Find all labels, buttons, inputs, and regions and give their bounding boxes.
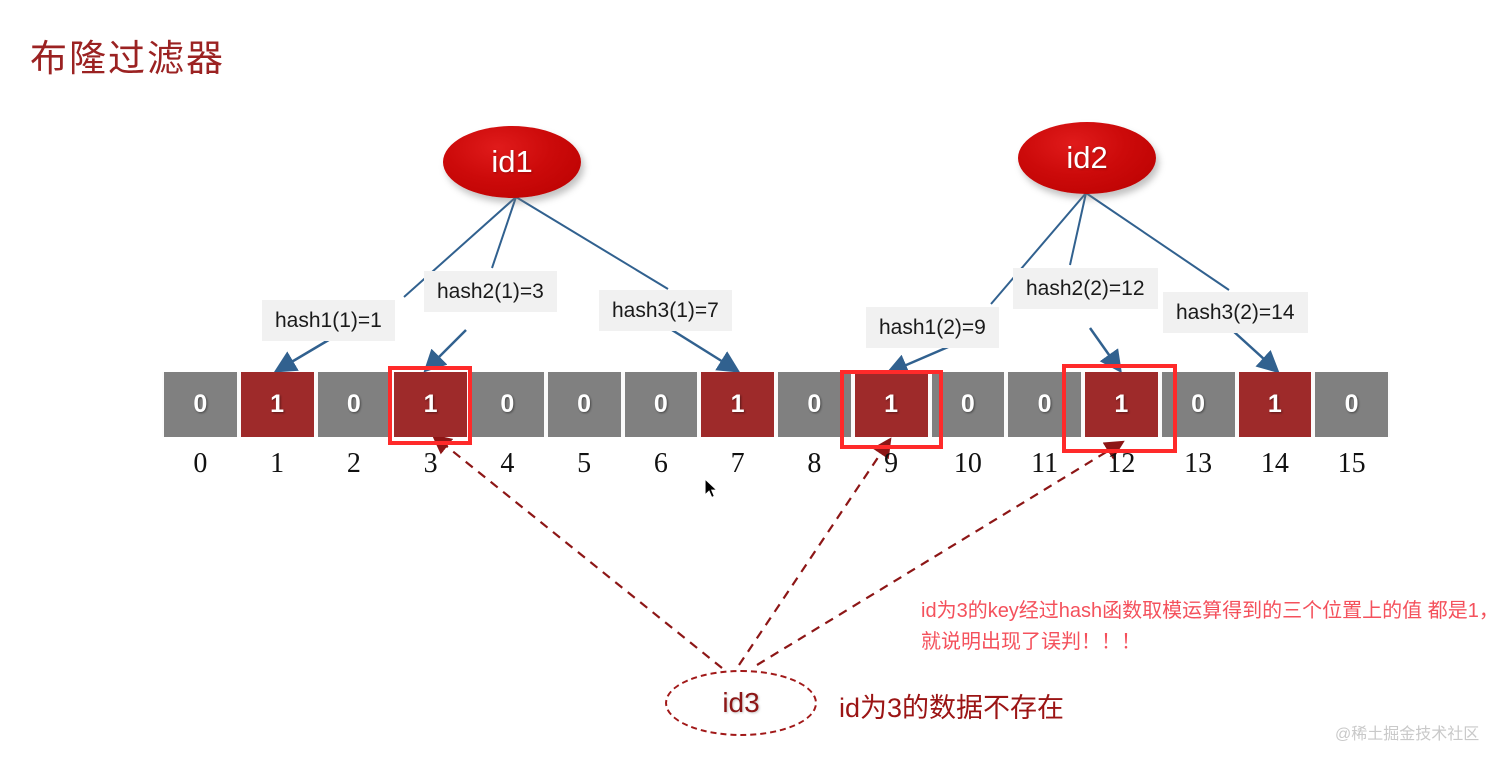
bit-cell-7: 1 (699, 372, 776, 437)
bit-index-label-0: 0 (193, 448, 208, 479)
highlight-box-index-3 (388, 366, 472, 445)
bit-index-label-8: 8 (807, 448, 822, 479)
bit-cell-2: 0 (315, 372, 393, 437)
bit-cell-11: 0 (1006, 372, 1083, 437)
bit-cell-1: 1 (238, 372, 316, 437)
page-title: 布隆过滤器 (30, 38, 225, 79)
bit-cell-13: 0 (1159, 372, 1237, 437)
bit-index-label-13: 13 (1184, 448, 1213, 479)
bit-index-label-10: 10 (953, 448, 982, 479)
bit-cell-4: 0 (469, 372, 546, 437)
bit-index-label-15: 15 (1337, 448, 1366, 479)
hash-label-hash3-2: hash3(2)=14 (1163, 292, 1308, 334)
bit-index-label-9: 9 (884, 448, 899, 479)
node-id2[interactable]: id2 (1018, 122, 1156, 194)
bit-index-label-3: 3 (423, 448, 438, 479)
node-id1[interactable]: id1 (443, 126, 581, 198)
watermark: @稀土掘金技术社区 (1335, 726, 1480, 743)
highlight-box-index-12 (1062, 364, 1177, 453)
bit-cell-5: 0 (545, 372, 623, 437)
bit-cell-0: 0 (162, 372, 239, 437)
bit-index-label-11: 11 (1031, 448, 1059, 479)
bit-index-label-4: 4 (500, 448, 515, 479)
bit-cell-14: 1 (1236, 372, 1314, 437)
bit-index-label-14: 14 (1260, 448, 1289, 479)
bit-index-label-2: 2 (346, 448, 361, 479)
false-positive-note-line1: id为3的key经过hash函数取模运算得到的三个位置上的值 (921, 600, 1423, 622)
bit-index-label-12: 12 (1107, 448, 1136, 479)
bit-cell-12: 1 (1083, 372, 1160, 437)
hash-label-hash3-1: hash3(1)=7 (599, 290, 732, 332)
node-id3[interactable]: id3 (665, 670, 817, 736)
hash-label-hash1-2: hash1(2)=9 (866, 307, 999, 349)
bit-index-label-5: 5 (577, 448, 592, 479)
hash-label-hash1-1: hash1(1)=1 (262, 300, 395, 342)
false-positive-note-line2: 都是1，就说明出现了误判！！！ (921, 600, 1499, 653)
bit-cell-9: 1 (852, 372, 930, 437)
highlight-box-index-9 (840, 370, 943, 449)
bit-cell-8: 0 (776, 372, 853, 437)
bit-cell-6: 0 (622, 372, 700, 437)
bit-index-label-6: 6 (653, 448, 668, 479)
hash-label-hash2-2: hash2(2)=12 (1013, 268, 1158, 310)
bit-cell-15: 0 (1313, 372, 1390, 437)
bit-index-label-7: 7 (730, 448, 745, 479)
hash-label-hash2-1: hash2(1)=3 (424, 271, 557, 313)
bit-index-label-1: 1 (270, 448, 285, 479)
mouse-cursor-icon (704, 478, 719, 499)
false-positive-note: id为3的key经过hash函数取模运算得到的三个位置上的值 都是1，就说明出现… (921, 596, 1501, 658)
id3-note: id为3的数据不存在 (839, 693, 1065, 723)
